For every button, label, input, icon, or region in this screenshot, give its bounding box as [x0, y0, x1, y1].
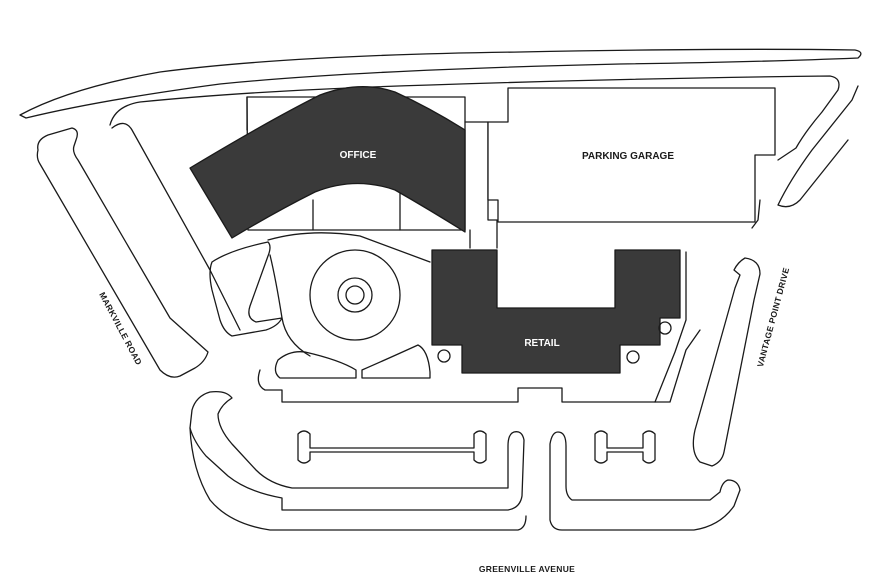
east-ramp — [751, 85, 859, 229]
office-building: OFFICE — [189, 86, 466, 239]
southwest-lot-median — [297, 430, 487, 464]
planter-circle-northeast — [658, 321, 672, 335]
parking-garage-outline — [487, 87, 776, 223]
vantage-point-drive-west-curb — [654, 251, 687, 403]
planter-circle-east — [626, 350, 640, 364]
retail-building: RETAIL — [431, 249, 681, 374]
vantage-point-drive — [654, 251, 761, 467]
parking-garage-label: PARKING GARAGE — [582, 151, 674, 162]
parking-garage: PARKING GARAGE — [487, 87, 776, 223]
markville-road-west-curb — [36, 127, 209, 378]
planter-circle-west — [437, 349, 451, 363]
southwest-lot-outer-edge — [189, 427, 527, 531]
east-ramp-curb-outer — [777, 85, 859, 208]
greenville-avenue-label: GREENVILLE AVENUE — [479, 564, 575, 574]
vantage-point-drive-island — [692, 257, 761, 467]
retail-shape — [431, 249, 681, 374]
roundabout-center-core — [345, 285, 365, 305]
southeast-lot-median — [594, 430, 656, 464]
office-inner-lines — [246, 96, 401, 231]
building-connector — [464, 121, 498, 249]
south-drive-aisle — [257, 329, 701, 403]
roundabout — [267, 232, 431, 379]
office-shape — [189, 86, 466, 239]
north-road-outer-curb — [19, 48, 862, 119]
plaza-island-west — [274, 351, 357, 379]
southwest-parking-lot — [189, 390, 527, 531]
east-ramp-curb-inner — [751, 199, 761, 229]
southeast-lot-outline — [549, 431, 741, 531]
office-label: OFFICE — [340, 150, 377, 161]
roundabout-center-ring — [337, 277, 373, 313]
vantage-point-drive-label: VANTAGE POINT DRIVE — [755, 266, 791, 368]
roundabout-outer-ring — [309, 249, 401, 341]
north-road-inner-curb — [109, 75, 840, 161]
southeast-parking-lot — [549, 430, 741, 531]
west-island — [209, 241, 283, 337]
north-road — [19, 48, 862, 161]
southwest-lot-outline — [189, 390, 525, 511]
retail-label: RETAIL — [524, 338, 559, 349]
plaza-island-east — [361, 344, 431, 379]
roundabout-outer-curb — [267, 232, 431, 357]
